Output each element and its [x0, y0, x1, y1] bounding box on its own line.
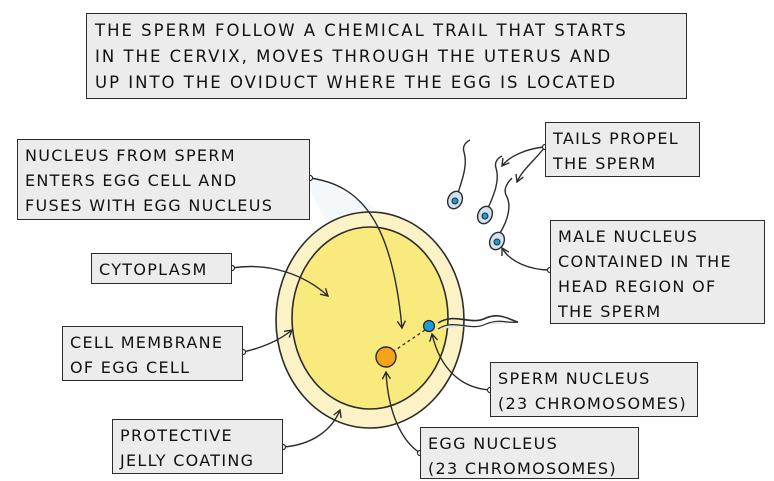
- nuclei-fusion-line: [393, 329, 426, 352]
- arrow-tails-1: [501, 146, 546, 168]
- sperm-2: [476, 155, 503, 225]
- arrow-tails-2: [515, 146, 546, 184]
- label-jelly-coating: PROTECTIVE JELLY COATING: [112, 419, 283, 474]
- arrow-jelly-coating: [282, 408, 342, 448]
- entering-sperm-tail: [437, 315, 519, 324]
- cell-membrane: [291, 226, 449, 410]
- label-tails: TAILS PROPEL THE SPERM: [545, 122, 700, 177]
- label-sperm-nucleus: SPERM NUCLEUS (23 CHROMOSOMES): [490, 362, 698, 417]
- egg-nucleus-shape: [375, 346, 397, 368]
- label-nucleus-from-sperm: NUCLEUS FROM SPERM ENTERS EGG CELL AND F…: [17, 139, 310, 220]
- arrow-nucleus-from-sperm: [309, 177, 406, 330]
- label-cell-membrane: CELL MEMBRANE OF EGG CELL: [62, 326, 243, 381]
- sperm-1: [446, 139, 471, 210]
- sperm-nucleus-shape: [422, 319, 436, 333]
- arrow-cell-membrane: [242, 329, 294, 353]
- label-egg-nucleus: EGG NUCLEUS (23 CHROMOSOMES): [420, 427, 639, 479]
- label-cytoplasm: CYTOPLASM: [91, 253, 232, 284]
- arrow-sperm-nucleus: [429, 332, 491, 391]
- arrow-male-nucleus: [501, 246, 551, 271]
- sperm-3: [488, 177, 513, 251]
- arrow-egg-nucleus: [381, 370, 421, 454]
- info-box-chemical-trail: THE SPERM FOLLOW A CHEMICAL TRAIL THAT S…: [86, 13, 687, 99]
- arrow-cytoplasm: [231, 265, 330, 297]
- label-male-nucleus: MALE NUCLEUS CONTAINED IN THE HEAD REGIO…: [550, 220, 765, 324]
- entering-sperm-tail-inner: [437, 320, 519, 330]
